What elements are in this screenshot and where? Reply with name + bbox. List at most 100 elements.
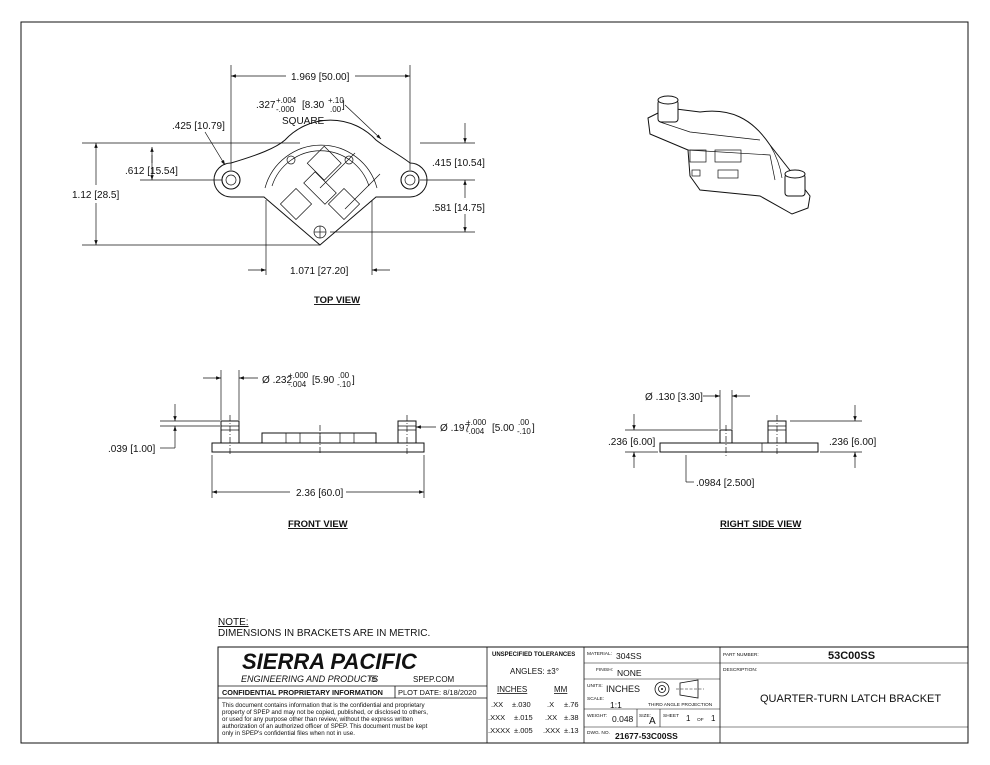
svg-text:.581 [14.75]: .581 [14.75] xyxy=(432,203,485,214)
svg-text:.236 [6.00]: .236 [6.00] xyxy=(829,437,877,448)
dim-197-mm-plus: .00 xyxy=(518,418,530,427)
units-value: INCHES xyxy=(606,684,640,694)
weight-label: WEIGHT: xyxy=(587,713,607,719)
dim-1071-mm: 27.20 xyxy=(321,266,346,277)
tol-cell: .XXXX xyxy=(488,726,510,735)
tol-cell: .X xyxy=(547,700,554,709)
tolerance-row: .XXX ±.015 .XX ±.38 xyxy=(488,713,579,722)
dwg-label: DWG. NO. xyxy=(587,730,610,736)
dim-232-in: .232 xyxy=(273,375,293,386)
svg-text:.039 [1.00]: .039 [1.00] xyxy=(108,444,156,455)
description-label: DESCRIPTION: xyxy=(723,667,757,673)
dim-236a-mm: 6.00 xyxy=(633,437,653,448)
tolerance-mm: MM xyxy=(554,685,568,694)
dim-112-in: 1.12 xyxy=(72,190,92,201)
weight-value: 0.048 xyxy=(612,714,634,724)
tol-cell: .XX xyxy=(491,700,503,709)
tol-cell: ±.015 xyxy=(514,713,533,722)
dim-232-plus: +.000 xyxy=(288,371,309,380)
dim-327: .327 xyxy=(256,100,276,111)
dim-236b-in: .236 xyxy=(829,437,849,448)
registered-mark: ® xyxy=(370,674,377,684)
svg-text:.415 [10.54]: .415 [10.54] xyxy=(432,158,485,169)
dim-612-mm: 15.54 xyxy=(150,166,175,177)
dim-232-mm-plus: .00 xyxy=(338,371,350,380)
of-label: OF xyxy=(697,717,704,723)
dim-0984-mm: 2.500 xyxy=(727,478,752,489)
dim-1071-in: 1.071 xyxy=(290,266,315,277)
note-title: NOTE: xyxy=(218,617,249,628)
dim-039-in: .039 xyxy=(108,444,128,455)
svg-text:[5.90: [5.90 xyxy=(312,375,335,386)
right-view-label: RIGHT SIDE VIEW xyxy=(720,519,801,530)
svg-text:.0984 [2.500]: .0984 [2.500] xyxy=(696,478,755,489)
right-side-view: Ø .130 [3.30] .236 [6.00] .236 [6.00] .0… xyxy=(608,390,877,530)
plot-date: PLOT DATE: 8/18/2020 xyxy=(398,688,477,697)
dim-1969-in: 1.969 xyxy=(291,72,316,83)
of-value: 1 xyxy=(711,714,716,723)
dim-232-mm: 5.90 xyxy=(315,375,335,386)
phi-197: Ø xyxy=(440,423,448,434)
svg-text:Ø .197: Ø .197 xyxy=(440,423,470,434)
svg-text:1.969 [50.00]: 1.969 [50.00] xyxy=(291,72,350,83)
dim-232-minus: -.004 xyxy=(288,380,307,389)
tol-cell: .XXX xyxy=(488,713,505,722)
svg-text:Ø .130 [3.30]: Ø .130 [3.30] xyxy=(645,392,703,403)
tol-cell: .XXX xyxy=(543,726,560,735)
dim-425-in: .425 xyxy=(172,121,192,132)
dim-197-minus: -.004 xyxy=(466,427,485,436)
dim-581-mm: 14.75 xyxy=(457,203,482,214)
dim-232-mm-minus: -.10 xyxy=(337,380,351,389)
part-number-label: PART NUMBER: xyxy=(723,652,759,658)
dim-0984-in: .0984 xyxy=(696,478,721,489)
disclaimer-line: authorization of an authorized officer o… xyxy=(222,723,428,730)
dim-327-plus: +.004 xyxy=(276,96,297,105)
tol-cell: ±.38 xyxy=(564,713,579,722)
dim-327-mm-minus: .00 xyxy=(330,105,342,114)
front-view-label: FRONT VIEW xyxy=(288,519,348,530)
svg-text:[8.30: [8.30 xyxy=(302,100,325,111)
sheet-label: SHEET xyxy=(663,713,679,719)
size-value: A xyxy=(649,716,656,727)
dim-130-in: .130 xyxy=(656,392,676,403)
dim-612-in: .612 xyxy=(125,166,145,177)
dim-130-mm: 3.30 xyxy=(681,392,701,403)
material-value: 304SS xyxy=(616,651,642,661)
tol-cell: ±.030 xyxy=(512,700,531,709)
tolerance-row: .XX ±.030 .X ±.76 xyxy=(491,700,579,709)
sheet-value: 1 xyxy=(686,714,691,723)
dim-327-mm: 8.30 xyxy=(305,100,325,111)
company-name: SIERRA PACIFIC xyxy=(242,649,418,674)
svg-text:.425 [10.79]: .425 [10.79] xyxy=(172,121,225,132)
size-label: SIZE: xyxy=(639,713,651,719)
tolerance-title: UNSPECIFIED TOLERANCES xyxy=(492,652,575,658)
dim-197-mm-minus: -.10 xyxy=(517,427,531,436)
svg-text:]: ] xyxy=(532,423,535,434)
dim-1969-mm: 50.00 xyxy=(322,72,347,83)
dim-415-mm: 10.54 xyxy=(457,158,482,169)
svg-text:]: ] xyxy=(342,100,345,111)
part-number: 53C00SS xyxy=(828,650,875,662)
dim-112-mm: 28.5 xyxy=(97,190,117,201)
dim-197-plus: +.000 xyxy=(466,418,487,427)
dim-236a-in: .236 xyxy=(608,437,628,448)
dim-236-mm: 60.0 xyxy=(321,488,341,499)
description-value: QUARTER-TURN LATCH BRACKET xyxy=(760,693,941,705)
units-label: UNITS: xyxy=(587,683,603,689)
dim-581-in: .581 xyxy=(432,203,452,214)
dim-197-mm: 5.00 xyxy=(495,423,515,434)
tolerance-row: .XXXX ±.005 .XXX ±.13 xyxy=(488,726,579,735)
dim-425-mm: 10.79 xyxy=(197,121,222,132)
sheet-border xyxy=(20,21,969,744)
finish-value: NONE xyxy=(617,668,642,678)
tolerance-inches: INCHES xyxy=(497,685,527,694)
disclaimer-line: only in SPEP's confidential files when n… xyxy=(222,730,355,737)
tolerance-angles: ANGLES: ±3° xyxy=(510,667,559,676)
svg-text:1.071 [27.20]: 1.071 [27.20] xyxy=(290,266,349,277)
svg-text:]: ] xyxy=(352,375,355,386)
dim-236b-mm: 6.00 xyxy=(854,437,874,448)
tol-cell: .XX xyxy=(545,713,557,722)
top-view: 1.969 [50.00] .327 +.004 -.000 [8.30 +.1… xyxy=(72,65,485,306)
third-angle-projection-icon xyxy=(654,679,704,699)
